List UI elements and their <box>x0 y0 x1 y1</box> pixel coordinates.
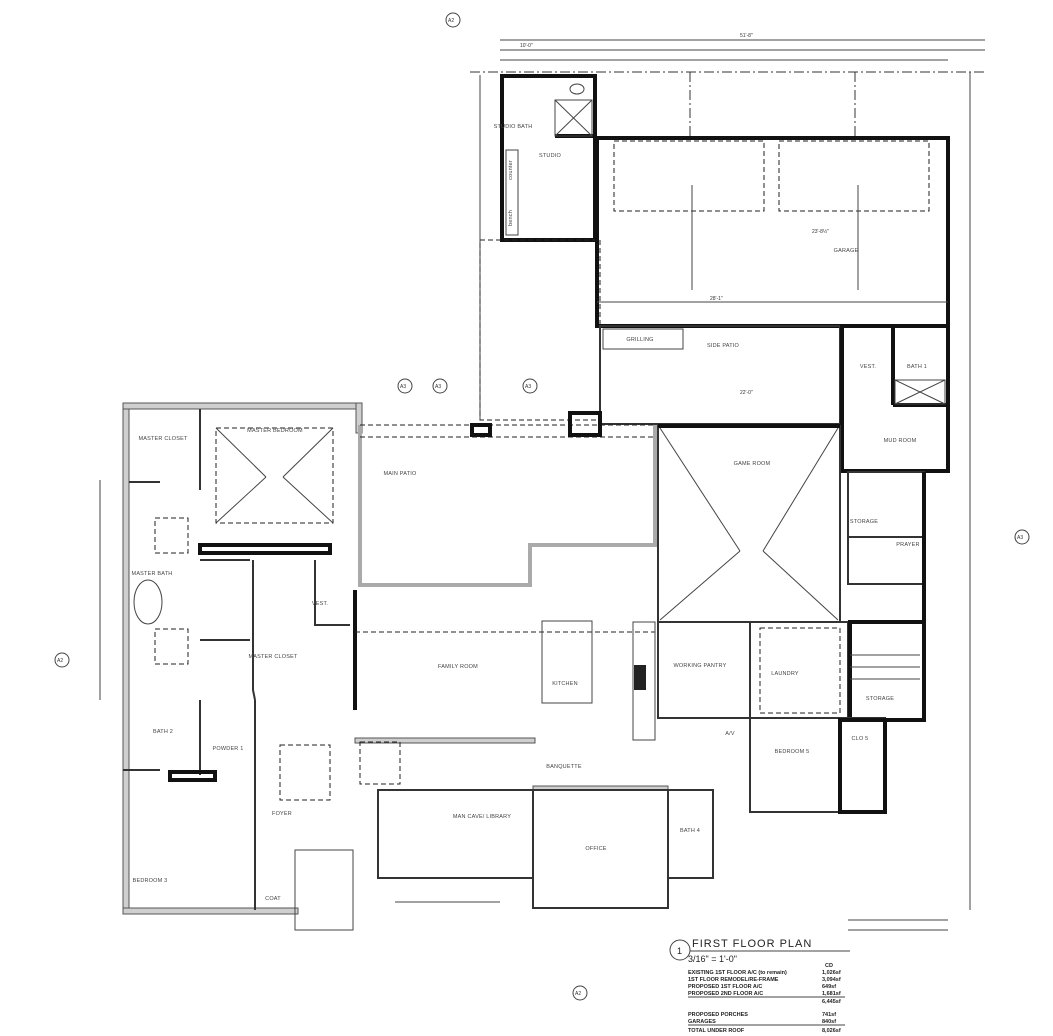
table-row-subtotal: 6,445sf <box>822 999 841 1005</box>
room-label-clo-5: CLO 5 <box>852 736 869 742</box>
room-label-master-bath: MASTER BATH <box>132 571 173 577</box>
room-label-mud-room: MUD ROOM <box>884 438 917 444</box>
svg-text:A3: A3 <box>400 384 406 390</box>
service-wing: WORKING PANTRY LAUNDRY STORAGE A/V BEDRO… <box>657 620 926 814</box>
section-marker-south: A2 <box>572 985 588 1001</box>
room-label-man-cave: MAN CAVE/ LIBRARY <box>453 814 511 820</box>
room-label-powder-1: POWDER 1 <box>213 746 244 752</box>
room-label-bath-2: BATH 2 <box>153 729 173 735</box>
room-label-av: A/V <box>725 731 735 737</box>
table-row: 1ST FLOOR REMODEL/RE-FRAME 3,094sf <box>688 977 841 983</box>
main-patio: MAIN PATIO <box>358 411 657 587</box>
svg-text:A3: A3 <box>435 384 441 390</box>
label-counter: counter <box>508 160 514 180</box>
room-label-foyer: FOYER <box>272 811 292 817</box>
garage: GARAGE <box>595 136 950 328</box>
room-label-coat: COAT <box>265 896 281 902</box>
drawing-scale: 3/16" = 1'-0" <box>688 954 737 964</box>
label-bench: bench <box>508 210 514 226</box>
title-block: 1 FIRST FLOOR PLAN 3/16" = 1'-0" CD EXIS… <box>669 938 850 1034</box>
dim-overall: 51'-8" <box>740 33 753 39</box>
dim-patio-width: 22'-0" <box>740 390 753 396</box>
svg-text:GARAGES: GARAGES <box>688 1019 716 1025</box>
section-marker-north: A2 <box>445 12 461 28</box>
drawing-number: 1 <box>677 946 682 956</box>
room-label-vest-north: VEST. <box>860 364 877 370</box>
table-row: PROPOSED PORCHES 741sf <box>688 1012 836 1018</box>
room-label-master-closet-1: MASTER CLOSET <box>138 436 187 442</box>
svg-text:840sf: 840sf <box>822 1019 836 1025</box>
dim-garage-width: 28'-1" <box>710 296 723 302</box>
svg-text:TOTAL UNDER ROOF: TOTAL UNDER ROOF <box>688 1028 745 1034</box>
svg-text:A2: A2 <box>57 658 63 664</box>
section-marker-2: A3 <box>432 378 448 394</box>
room-label-storage-north: STORAGE <box>850 519 878 525</box>
studio-wing: STUDIO BATH STUDIO counter bench <box>479 74 601 421</box>
family-kitchen: FAMILY ROOM KITCHEN <box>353 590 656 741</box>
table-row: GARAGES 840sf <box>688 1019 836 1025</box>
svg-text:PROPOSED 2ND FLOOR A/C: PROPOSED 2ND FLOOR A/C <box>688 991 763 997</box>
svg-text:8,026sf: 8,026sf <box>822 1028 841 1034</box>
drawing-number-circle <box>669 939 691 961</box>
svg-text:A3: A3 <box>1017 535 1023 541</box>
room-label-game-room: GAME ROOM <box>734 461 771 467</box>
section-markers: A2 A2 A2 A3 A3 A3 A3 <box>54 12 1030 1001</box>
room-label-prayer: PRAYER <box>896 542 919 548</box>
room-label-bath-4: BATH 4 <box>680 828 700 834</box>
room-label-main-patio: MAIN PATIO <box>384 471 417 477</box>
room-label-garage: GARAGE <box>834 248 859 254</box>
svg-text:1,681sf: 1,681sf <box>822 991 841 997</box>
table-row-total: TOTAL UNDER ROOF 8,026sf <box>688 1028 841 1034</box>
svg-text:3,094sf: 3,094sf <box>822 977 841 983</box>
drawing-title: FIRST FLOOR PLAN <box>692 938 812 950</box>
svg-text:A2: A2 <box>448 18 454 24</box>
room-label-bath-1: BATH 1 <box>907 364 927 370</box>
svg-text:1ST FLOOR REMODEL/RE-FRAME: 1ST FLOOR REMODEL/RE-FRAME <box>688 977 779 983</box>
side-patio-area: GRILLING SIDE PATIO VEST. BATH 1 MUD ROO… <box>599 324 950 473</box>
svg-text:A3: A3 <box>525 384 531 390</box>
svg-text:A2: A2 <box>575 991 581 997</box>
svg-text:6,445sf: 6,445sf <box>822 999 841 1005</box>
table-row: EXISTING 1ST FLOOR A/C (to remain) 1,026s… <box>688 970 841 976</box>
table-row: PROPOSED 1ST FLOOR A/C 649sf <box>688 984 836 990</box>
svg-text:PROPOSED 1ST FLOOR A/C: PROPOSED 1ST FLOOR A/C <box>688 984 762 990</box>
table-row: PROPOSED 2ND FLOOR A/C 1,681sf <box>688 991 841 997</box>
room-label-office: OFFICE <box>585 846 606 852</box>
room-label-side-patio: SIDE PATIO <box>707 343 740 349</box>
room-label-working-pantry: WORKING PANTRY <box>673 663 726 669</box>
room-label-banquette: BANQUETTE <box>546 764 582 770</box>
dimension-lines: 10'-0" 51'-8" 28'-1" 23'-8½" 22'-0" <box>99 33 985 931</box>
south-rooms: BATH 2 POWDER 1 BANQUETTE FOYER MAN CAVE… <box>122 700 714 931</box>
room-label-studio-bath: STUDIO BATH <box>494 124 533 130</box>
svg-text:741sf: 741sf <box>822 1012 836 1018</box>
svg-text:1,026sf: 1,026sf <box>822 970 841 976</box>
svg-text:649sf: 649sf <box>822 984 836 990</box>
room-label-master-bedroom: MASTER BEDROOM <box>247 428 303 434</box>
room-label-family-room: FAMILY ROOM <box>438 664 478 670</box>
room-label-vest-west: VEST. <box>312 601 329 607</box>
section-marker-west: A2 <box>54 652 70 668</box>
room-label-bedroom-3: BEDROOM 3 <box>133 878 168 884</box>
room-label-kitchen: KITCHEN <box>552 681 578 687</box>
room-label-grilling: GRILLING <box>626 337 653 343</box>
room-label-bedroom-5: BEDROOM 5 <box>775 749 810 755</box>
section-marker-1: A3 <box>397 378 413 394</box>
section-marker-3: A3 <box>522 378 538 394</box>
room-label-storage-stair: STORAGE <box>866 696 894 702</box>
room-label-master-closet-2: MASTER CLOSET <box>248 654 297 660</box>
table-header-cd: CD <box>825 963 833 969</box>
master-wing: MASTER CLOSET MASTER BEDROOM MASTER BATH… <box>122 402 363 914</box>
svg-text:EXISTING 1ST FLOOR A/C (to rem: EXISTING 1ST FLOOR A/C (to remain) <box>688 970 787 976</box>
section-marker-east: A3 <box>1014 529 1030 545</box>
dim-studio: 10'-0" <box>520 43 533 49</box>
room-label-studio: STUDIO <box>539 153 562 159</box>
dim-garage-depth: 23'-8½" <box>812 228 829 235</box>
room-label-laundry: LAUNDRY <box>771 671 799 677</box>
svg-text:PROPOSED PORCHES: PROPOSED PORCHES <box>688 1012 748 1018</box>
